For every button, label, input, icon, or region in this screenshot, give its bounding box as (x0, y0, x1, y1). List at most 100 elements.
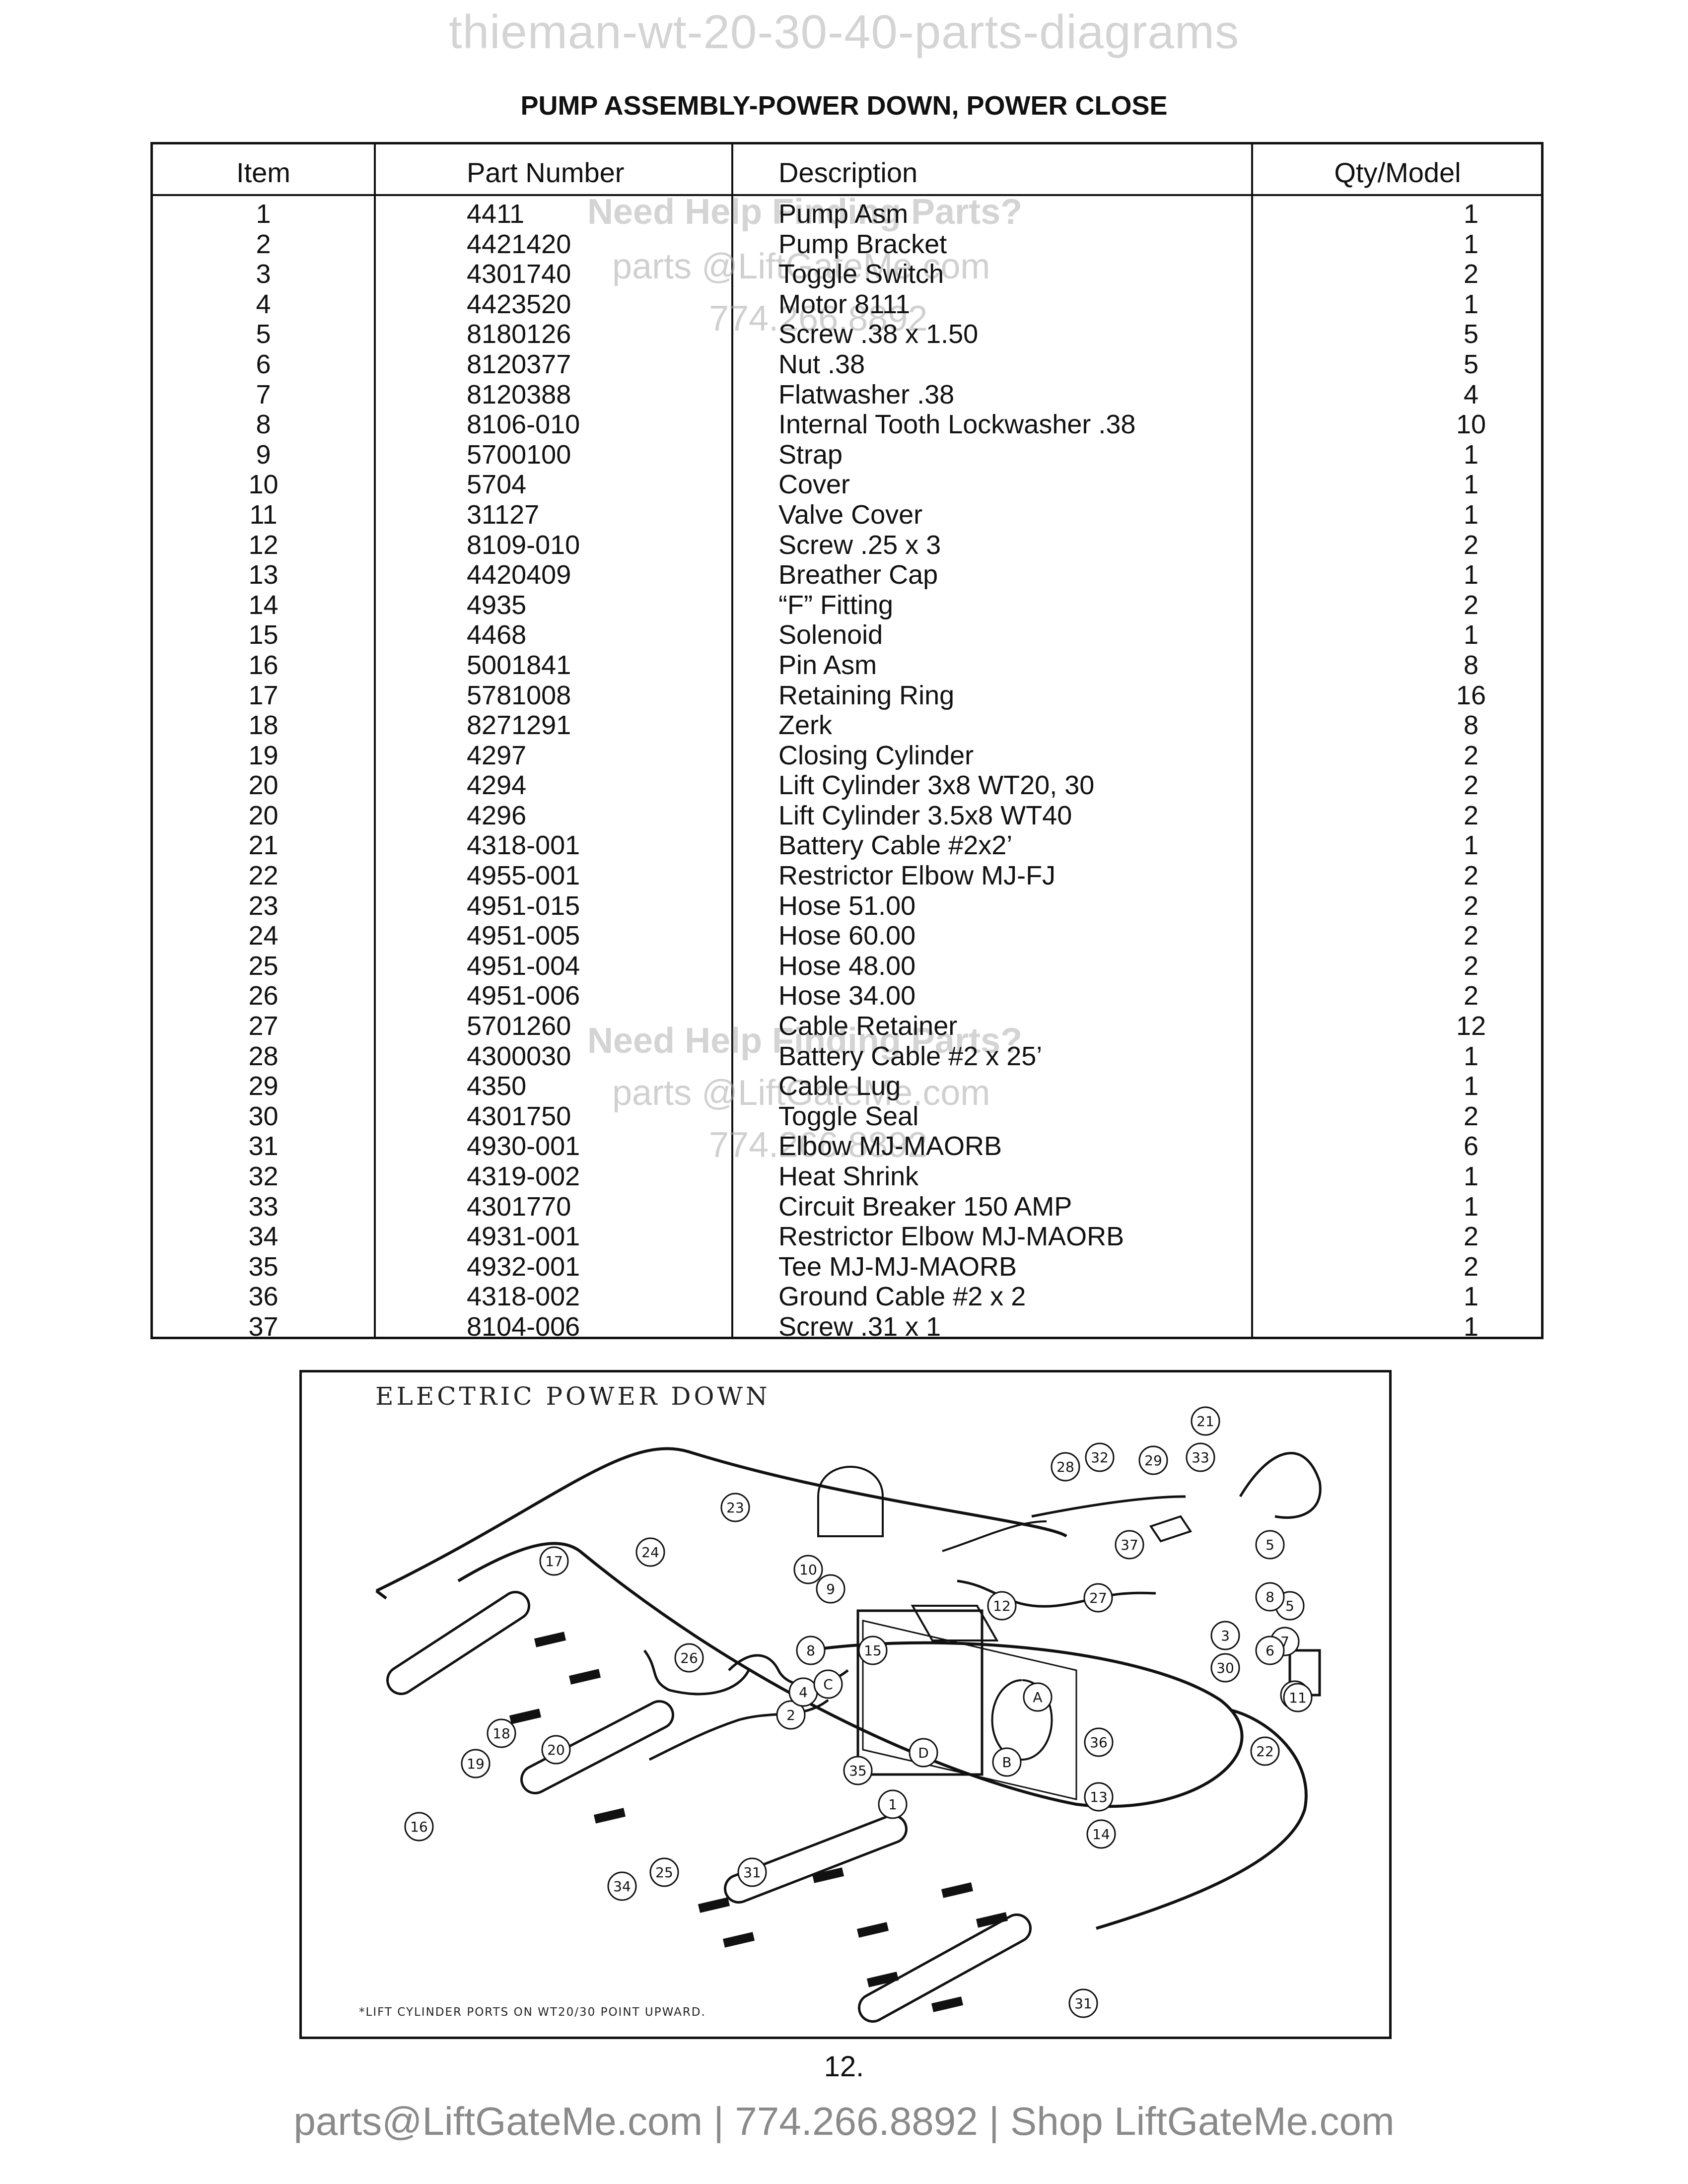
description-cell: Toggle Seal (778, 1101, 919, 1131)
callout-label: 8 (806, 1642, 815, 1659)
qty-cell: 2 (1463, 530, 1479, 560)
callout-circle (1084, 1782, 1114, 1812)
callout-circle (858, 1636, 888, 1665)
table-watermark-line: parts @LiftGateMe.com (612, 247, 990, 286)
part-number-cell: 4294 (467, 770, 527, 801)
callout-label: 33 (1192, 1449, 1209, 1466)
item-cell: 26 (248, 981, 279, 1011)
description-cell: Toggle Switch (778, 259, 944, 289)
part-number-cell: 5001841 (467, 650, 571, 680)
qty-cell: 16 (1456, 680, 1486, 710)
description-cell: Zerk (778, 710, 832, 741)
callout-circle (1191, 1406, 1220, 1436)
callout-label: C (823, 1676, 833, 1693)
pin-part (812, 1867, 844, 1883)
qty-cell: 1 (1463, 289, 1479, 319)
item-cell: 23 (248, 890, 279, 921)
callout-label: 30 (1216, 1660, 1234, 1676)
part-number-cell: 4319-002 (467, 1161, 580, 1191)
item-cell: 20 (248, 800, 279, 830)
callout-label: 20 (547, 1742, 565, 1758)
callout-circle (1023, 1682, 1053, 1712)
part-number-cell: 8106-010 (467, 410, 580, 440)
item-cell: 8 (256, 410, 271, 440)
qty-cell: 2 (1463, 981, 1479, 1011)
description-cell: Screw .25 x 3 (778, 530, 941, 560)
item-cell: 35 (248, 1251, 279, 1282)
item-cell: 16 (248, 650, 279, 680)
item-cell: 32 (248, 1161, 279, 1191)
callout-label: 15 (864, 1642, 882, 1659)
pin-part (509, 1708, 542, 1724)
callout-circle (796, 1636, 826, 1665)
qty-cell: 1 (1463, 199, 1479, 229)
part-number-cell: 5704 (467, 470, 527, 500)
part-number-cell: 4350 (467, 1071, 527, 1101)
callout-circle (909, 1738, 938, 1768)
callout-circle (878, 1789, 908, 1819)
callout-label: 35 (849, 1763, 867, 1779)
part-number-cell: 4951-006 (467, 981, 580, 1011)
part-number-cell: 4951-015 (467, 890, 580, 921)
callout-circle (1255, 1582, 1285, 1612)
description-cell: Elbow MJ-MAORB (778, 1131, 1002, 1161)
description-cell: Ground Cable #2 x 2 (778, 1282, 1026, 1312)
part-number-cell: 8109-010 (467, 530, 580, 560)
callout-label: A (1033, 1689, 1042, 1706)
part-number-cell: 4296 (467, 800, 527, 830)
callout-label: B (1002, 1754, 1011, 1771)
callout-label: 31 (743, 1864, 761, 1881)
item-cell: 25 (248, 951, 279, 981)
item-cell: 28 (248, 1041, 279, 1071)
qty-cell: 2 (1463, 890, 1479, 921)
pin-part (941, 1882, 974, 1898)
qty-cell: 2 (1463, 770, 1479, 801)
item-cell: 24 (248, 921, 279, 951)
callout-circle (1086, 1819, 1116, 1849)
description-cell: Closing Cylinder (778, 740, 974, 770)
callout-circle (720, 1493, 750, 1522)
pin-part (866, 1972, 899, 1987)
callout-label: 5 (1266, 1537, 1274, 1553)
part-number-cell: 4935 (467, 590, 527, 620)
callout-label: 36 (1090, 1734, 1108, 1751)
callout-circle (1255, 1636, 1285, 1665)
part-number-cell: 4300030 (467, 1041, 571, 1071)
item-cell: 3 (256, 259, 271, 289)
part-number-cell: 4318-001 (467, 830, 580, 861)
callout-label: 12 (993, 1598, 1011, 1614)
callout-circle (793, 1555, 823, 1584)
item-cell: 10 (248, 470, 279, 500)
callout-label: 19 (467, 1756, 485, 1772)
callout-label: 8 (1266, 1589, 1274, 1605)
pin-part (856, 1922, 889, 1938)
item-cell: 14 (248, 590, 279, 620)
diagram-note: *LIFT CYLINDER PORTS ON WT20/30 POINT UP… (359, 2006, 706, 2019)
qty-cell: 1 (1463, 1282, 1479, 1312)
description-cell: Valve Cover (778, 499, 923, 530)
cover-shape (817, 1466, 884, 1537)
callout-label: 9 (826, 1581, 835, 1597)
parts-table: Item Part Number Description Qty/Model N… (150, 142, 1544, 1342)
qty-cell: 1 (1463, 470, 1479, 500)
description-cell: Breather Cap (778, 560, 938, 590)
lift-cylinder (860, 1916, 1029, 2020)
hose-line (1096, 1708, 1308, 1930)
item-cell: 9 (256, 439, 271, 470)
description-cell: Heat Shrink (778, 1161, 919, 1191)
part-number-cell: 8120377 (467, 349, 571, 379)
part-number-cell: 4421420 (467, 229, 571, 259)
callout-circle (1083, 1583, 1113, 1613)
header-description: Description (778, 157, 918, 188)
valve-cover (911, 1605, 999, 1641)
parts-diagram: ELECTRIC POWER DOWN *LIFT CYLINDER PORTS… (299, 1370, 1392, 2039)
